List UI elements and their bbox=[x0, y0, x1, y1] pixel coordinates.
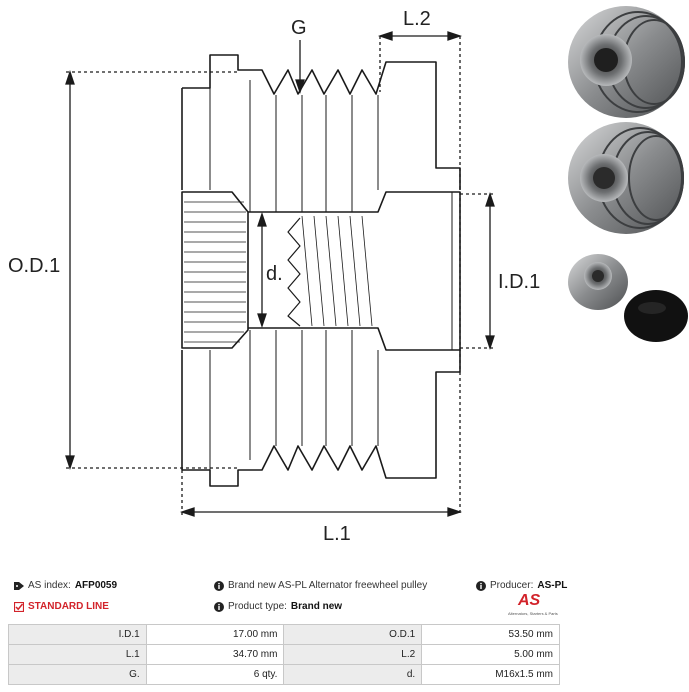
thread-lines bbox=[301, 215, 373, 327]
l1-label: L.1 bbox=[323, 523, 351, 545]
table-row: L.1 34.70 mm L.2 5.00 mm bbox=[8, 644, 560, 665]
specification-table: I.D.1 17.00 mm O.D.1 53.50 mm L.1 34.70 … bbox=[8, 624, 560, 685]
as-index-row: AS index: AFP0059 bbox=[14, 580, 117, 591]
tag-icon bbox=[14, 581, 24, 590]
producer-row: Producer: AS-PL bbox=[476, 580, 567, 591]
as-pl-logo: AS Alternators, Starters & Parts bbox=[508, 592, 588, 620]
groove-lines bbox=[209, 80, 379, 470]
spec-key: I.D.1 bbox=[8, 624, 147, 645]
logo-brand: AS bbox=[518, 592, 541, 609]
l2-label: L.2 bbox=[403, 8, 431, 30]
description-text: Brand new AS-PL Alternator freewheel pul… bbox=[228, 580, 428, 591]
spec-value: 17.00 mm bbox=[145, 624, 285, 645]
spec-key: L.2 bbox=[283, 644, 423, 665]
spec-key: O.D.1 bbox=[283, 624, 423, 645]
pulley-outline-bottom bbox=[181, 350, 461, 487]
spline-lines bbox=[184, 201, 246, 343]
id1-label: I.D.1 bbox=[498, 271, 540, 293]
as-index-label: AS index: bbox=[28, 580, 71, 591]
spec-value: 6 qty. bbox=[145, 664, 285, 685]
producer-value: AS-PL bbox=[537, 580, 568, 591]
info-icon bbox=[214, 580, 224, 591]
g-label: G bbox=[291, 17, 307, 39]
logo-tagline: Alternators, Starters & Parts bbox=[508, 611, 558, 616]
spec-key: d. bbox=[283, 664, 423, 685]
spec-value: 34.70 mm bbox=[145, 644, 285, 665]
product-type-label: Product type: bbox=[228, 601, 287, 612]
info-icon bbox=[214, 601, 224, 612]
table-row: I.D.1 17.00 mm O.D.1 53.50 mm bbox=[8, 624, 560, 645]
spec-key: L.1 bbox=[8, 644, 147, 665]
spline-hub bbox=[181, 191, 249, 349]
spec-value: 53.50 mm bbox=[421, 624, 560, 645]
pulley-front-photo bbox=[568, 6, 685, 118]
pulley-cap-photo bbox=[568, 254, 688, 342]
spec-key: G. bbox=[8, 664, 147, 685]
producer-label: Producer: bbox=[490, 580, 534, 591]
pulley-rear-photo bbox=[568, 122, 684, 234]
description-row: Brand new AS-PL Alternator freewheel pul… bbox=[214, 580, 427, 591]
pulley-technical-drawing: G L.2 O.D.1 d. I.D.1 L.1 bbox=[8, 8, 540, 545]
check-box-icon bbox=[14, 601, 24, 612]
standard-line-label: STANDARD LINE bbox=[28, 601, 109, 612]
d-label: d. bbox=[266, 263, 283, 285]
standard-line-row: STANDARD LINE bbox=[14, 601, 109, 612]
spec-value: 5.00 mm bbox=[421, 644, 560, 665]
product-type-row: Product type: Brand new bbox=[214, 601, 342, 612]
spec-value: M16x1.5 mm bbox=[421, 664, 560, 685]
product-info: AS index: AFP0059 STANDARD LINE Brand ne… bbox=[0, 572, 689, 622]
product-type-value: Brand new bbox=[290, 601, 343, 612]
od1-label: O.D.1 bbox=[8, 255, 60, 277]
product-photos bbox=[568, 6, 688, 342]
thread-profile bbox=[287, 217, 301, 327]
info-icon bbox=[476, 580, 486, 591]
pulley-outline-top bbox=[181, 54, 461, 190]
table-row: G. 6 qty. d. M16x1.5 mm bbox=[8, 664, 560, 685]
as-index-value: AFP0059 bbox=[74, 580, 118, 591]
